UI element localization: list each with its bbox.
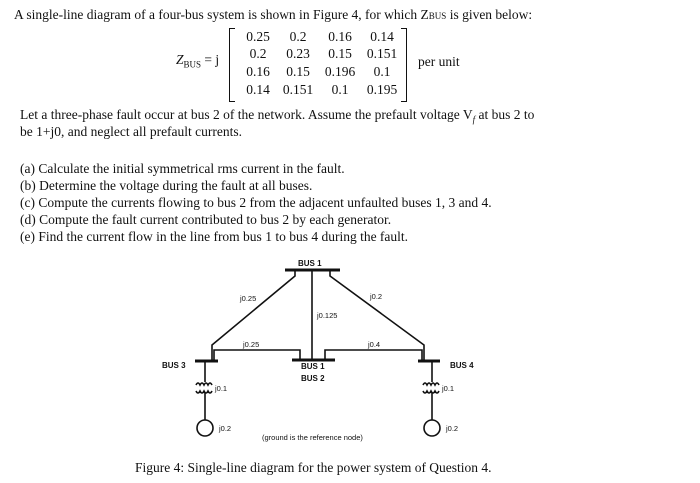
matrix-cell: 0.2 [249, 46, 267, 61]
impedance-bus3-bus2: j0.25 [242, 340, 259, 349]
impedance-tx4: j0.1 [441, 384, 454, 393]
matrix-cell: 0.15 [328, 46, 352, 61]
matrix-cell: 0.1 [331, 82, 349, 97]
impedance-gen3: j0.2 [218, 424, 231, 433]
question-c: (c) Compute the currents flowing to bus … [20, 195, 492, 210]
matrix-cell: 0.195 [366, 82, 398, 97]
matrix-row: 0.25 0.2 0.16 0.14 [237, 29, 402, 46]
bus1-label: BUS 1 [298, 259, 322, 268]
matrix-cell: 0.1 [373, 64, 391, 79]
line-bus1-bus3 [211, 270, 296, 361]
matrix-cell: 0.14 [246, 82, 270, 97]
matrix-cell: 0.25 [246, 29, 270, 44]
matrix-cell: 0.196 [324, 64, 356, 79]
matrix-cell: 0.16 [328, 29, 352, 44]
matrix-cell: 0.16 [246, 64, 270, 79]
question-d: (d) Compute the fault current contribute… [20, 212, 392, 227]
generator-bus3-icon [196, 419, 214, 437]
transformer-bus4-icon [422, 382, 440, 394]
matrix-row: 0.14 0.151 0.1 0.195 [237, 82, 402, 99]
bus2-label-line1: BUS 1 [301, 362, 325, 371]
line-bus3-bus2 [213, 349, 301, 361]
zbus-label: ZBUS = j [176, 52, 220, 70]
matrix-row: 0.16 0.15 0.196 0.1 [237, 64, 402, 81]
impedance-bus2-bus4: j0.4 [367, 340, 380, 349]
impedance-bus1-bus4: j0.2 [369, 292, 382, 301]
impedance-gen4: j0.2 [445, 424, 458, 433]
fault-description-line2: be 1+j0, and neglect all prefault curren… [20, 124, 243, 139]
figure-caption: Figure 4: Single-line diagram for the po… [135, 460, 492, 475]
matrix-row: 0.2 0.23 0.15 0.151 [237, 46, 402, 63]
matrix-cell: 0.2 [289, 29, 307, 44]
intro-text: A single-line diagram of a four-bus syst… [14, 7, 533, 22]
question-e: (e) Find the current flow in the line fr… [20, 229, 409, 244]
matrix-cell: 0.23 [286, 46, 310, 61]
matrix-bracket-right [401, 28, 407, 102]
matrix-cell: 0.151 [282, 82, 314, 97]
impedance-bus1-bus3: j0.25 [239, 294, 256, 303]
question-a: (a) Calculate the initial symmetrical rm… [20, 161, 345, 176]
question-b: (b) Determine the voltage during the fau… [20, 178, 313, 193]
bus2-label-line2: BUS 2 [301, 374, 325, 383]
generator-bus4-icon [423, 419, 441, 437]
line-bus1-bus4 [329, 270, 425, 361]
matrix-cell: 0.151 [366, 46, 398, 61]
fault-description-line1: Let a three-phase fault occur at bus 2 o… [20, 107, 535, 125]
matrix-unit: per unit [418, 54, 460, 69]
transformer-bus3-icon [195, 382, 213, 394]
impedance-tx3: j0.1 [214, 384, 227, 393]
zbus-matrix: 0.25 0.2 0.16 0.14 0.2 0.23 0.15 0.151 0… [229, 28, 407, 102]
matrix-cell: 0.15 [286, 64, 310, 79]
impedance-bus1-bus2: j0.125 [316, 311, 337, 320]
line-bus2-bus4 [324, 349, 423, 361]
ground-note: (ground is the reference node) [262, 433, 363, 442]
matrix-cell: 0.14 [370, 29, 394, 44]
matrix-bracket-left [229, 28, 235, 102]
bus3-label: BUS 3 [162, 361, 186, 370]
bus4-label: BUS 4 [450, 361, 474, 370]
